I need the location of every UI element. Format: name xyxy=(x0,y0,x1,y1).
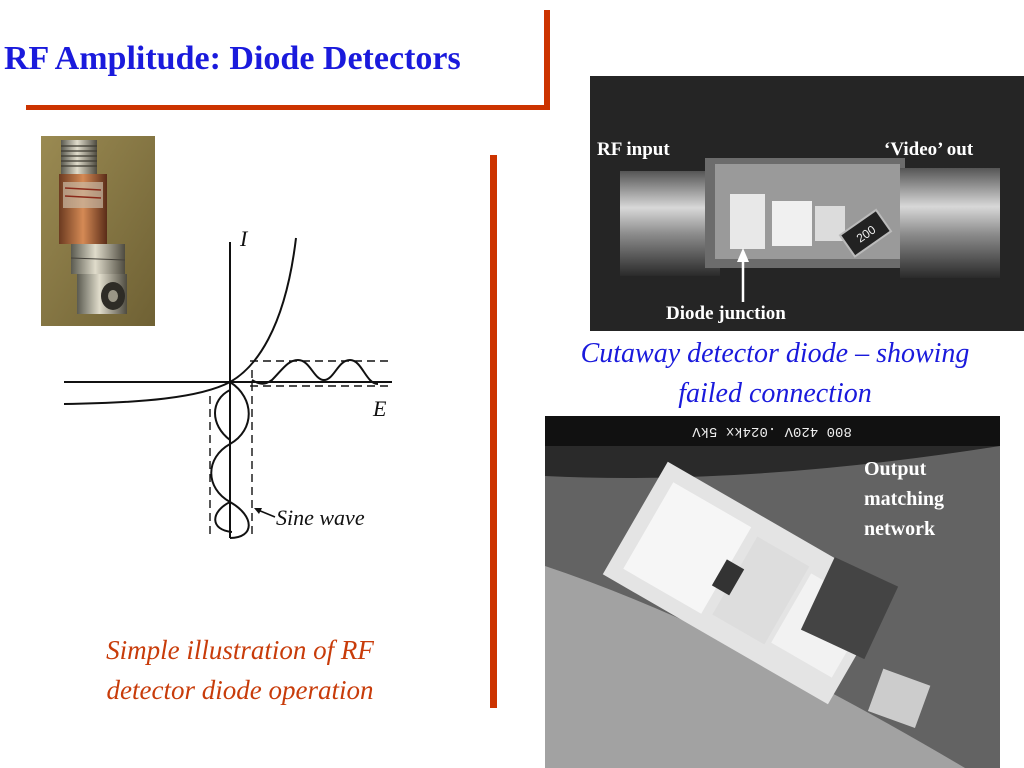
left-caption-line2: detector diode operation xyxy=(106,675,374,705)
output-wave xyxy=(251,358,379,385)
output-matching-network-label: Output matching network xyxy=(864,454,944,544)
diode-curve xyxy=(63,237,297,405)
detector-diode-photo xyxy=(41,136,155,326)
slide-title: RF Amplitude: Diode Detectors xyxy=(4,40,461,77)
video-out-label: ‘Video’ out xyxy=(884,139,974,160)
output-label-line2: matching xyxy=(864,488,944,510)
diode-iv-diagram: I E Sine wave xyxy=(63,226,392,539)
title-underline xyxy=(26,105,550,110)
left-caption: Simple illustration of RF detector diode… xyxy=(40,630,440,710)
vertical-divider xyxy=(490,155,497,708)
title-bracket-vertical xyxy=(544,10,550,110)
diode-junction-label: Diode junction xyxy=(666,303,786,324)
sem-header-text: 800 420V .024kx 5kV xyxy=(692,423,852,439)
sine-wave-label: Sine wave xyxy=(276,505,365,530)
cutaway-diode-photo: 200 xyxy=(590,76,1024,331)
right-caption-line1: Cutaway detector diode – showing xyxy=(580,338,970,369)
input-sine-wave xyxy=(210,381,250,539)
output-label-line1: Output xyxy=(864,458,927,480)
rf-input-label: RF input xyxy=(597,139,670,160)
axis-e-label: E xyxy=(372,396,387,421)
axis-i-label: I xyxy=(239,226,249,251)
right-caption: Cutaway detector diode – showing failed … xyxy=(528,334,1022,414)
left-caption-line1: Simple illustration of RF xyxy=(106,635,374,665)
sine-arrow xyxy=(257,509,276,518)
right-caption-line2: failed connection xyxy=(678,378,872,409)
sem-photo: 800 420V .024kx 5kV xyxy=(545,416,1000,768)
output-label-line3: network xyxy=(864,518,936,540)
